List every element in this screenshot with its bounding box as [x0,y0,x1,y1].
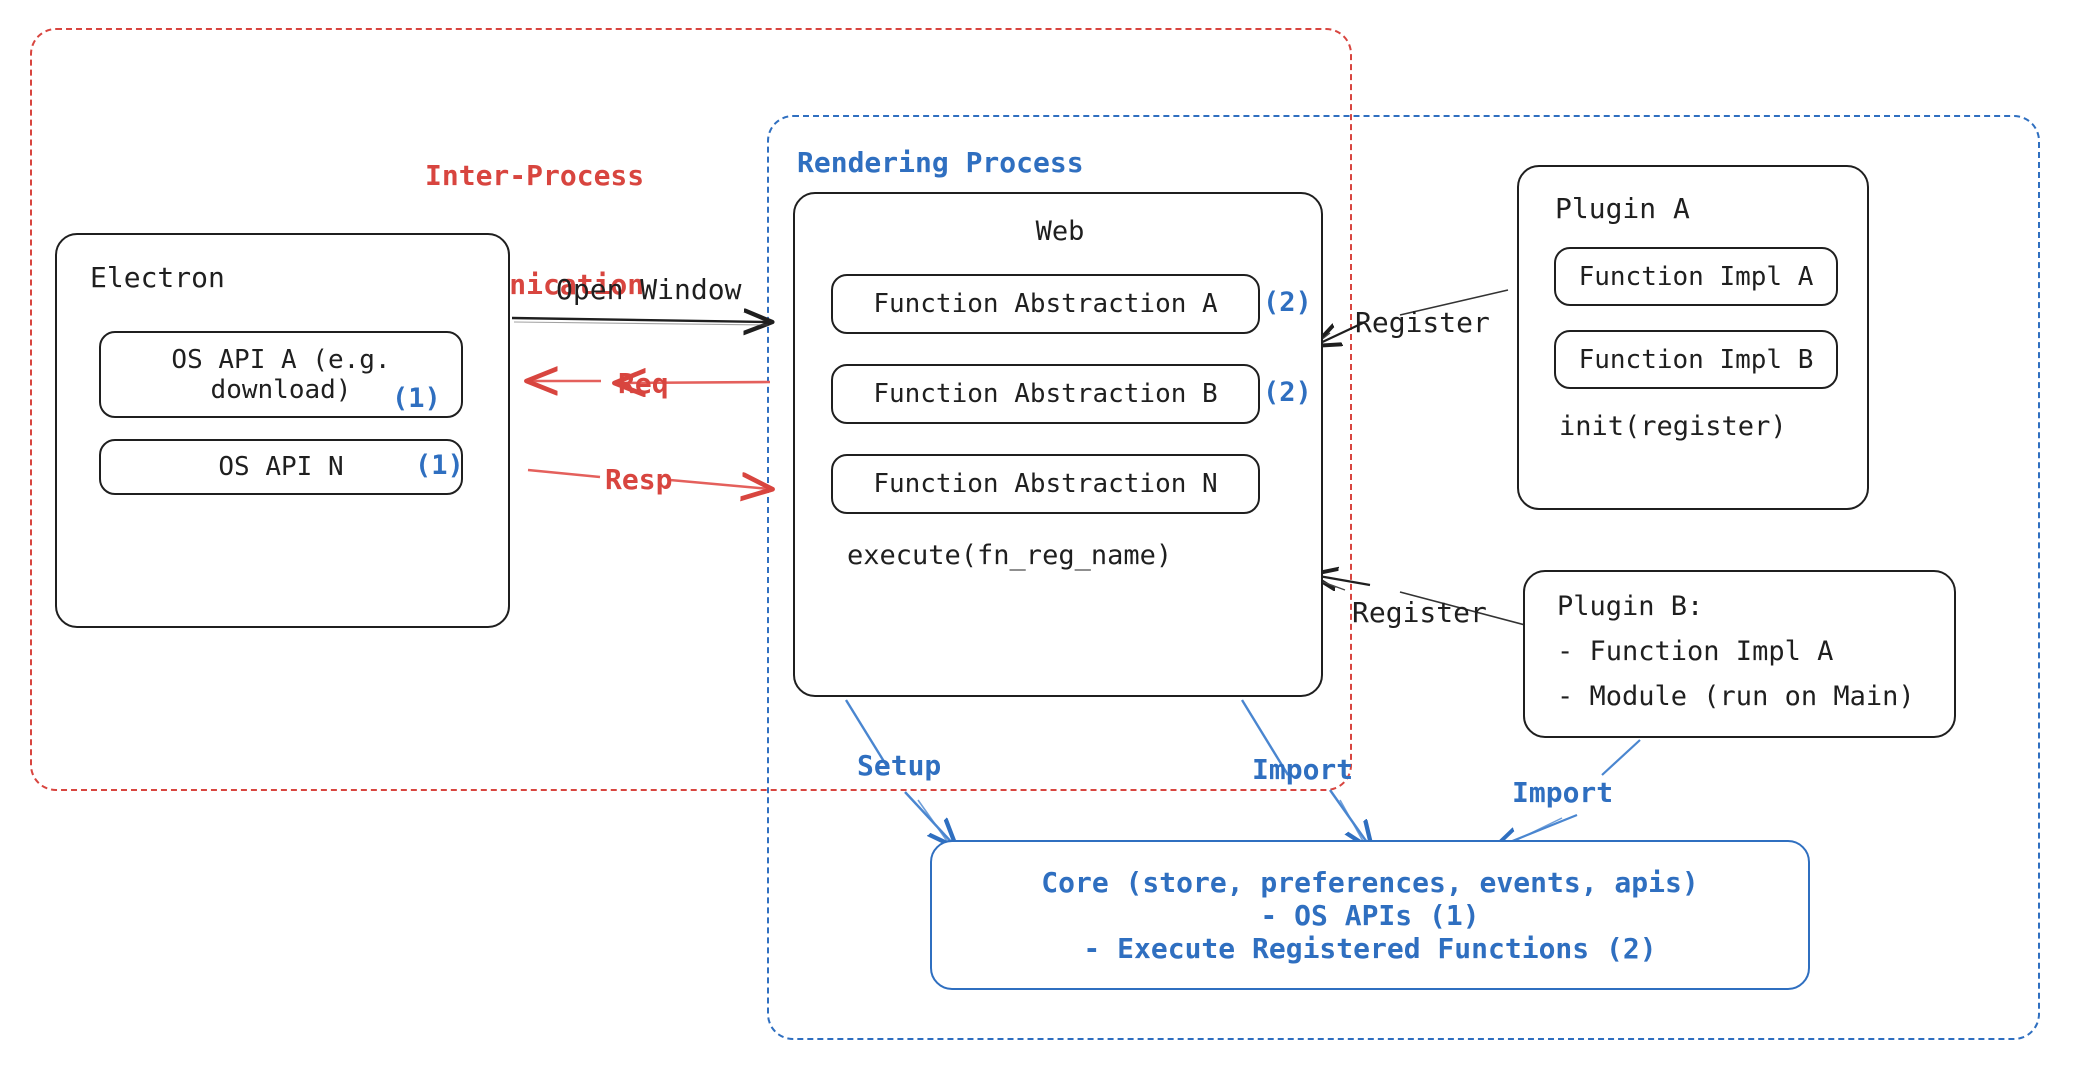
web-abstraction-b[interactable]: Function Abstraction B [831,364,1260,424]
web-abstraction-a-label: Function Abstraction A [873,289,1218,319]
core-line-2: - OS APIs (1) [1260,898,1480,932]
plugin-a-function-impl-b[interactable]: Function Impl B [1554,330,1838,389]
node-electron[interactable]: Electron OS API A (e.g. download) (1) OS… [55,233,510,628]
arrow-label-open-window: Open Window [556,273,742,306]
node-core[interactable]: Core (store, preferences, events, apis) … [930,840,1810,990]
arrow-label-import-plugin-b: Import [1512,776,1614,809]
region-inter-process-communication [30,28,1352,791]
web-abstraction-n-label: Function Abstraction N [873,469,1218,499]
web-abstraction-a-marker: (2) [1263,287,1312,318]
plugin-a-function-impl-a-label: Function Impl A [1578,261,1814,292]
electron-title: Electron [90,261,225,294]
node-web[interactable]: Web Function Abstraction A (2) Function … [793,192,1323,697]
node-plugin-b[interactable]: Plugin B: - Function Impl A - Module (ru… [1523,570,1956,738]
web-abstraction-a[interactable]: Function Abstraction A [831,274,1260,334]
region-label-rendering-process: Rendering Process [797,146,1084,179]
web-abstraction-b-label: Function Abstraction B [873,379,1218,409]
electron-api-n-label: OS API N [218,452,344,482]
arrow-label-import-web: Import [1252,753,1354,786]
region-rendering-process [767,115,2040,1040]
electron-api-n[interactable]: OS API N [99,439,463,495]
plugin-b-title: Plugin B: [1557,591,1704,622]
electron-api-a-row: OS API A (e.g. download) [99,331,479,418]
arrow-label-setup: Setup [857,749,942,782]
electron-api-a-line-2: download) [210,374,352,405]
core-line-1: Core (store, preferences, events, apis) [1041,865,1699,899]
electron-api-a[interactable]: OS API A (e.g. download) [99,331,463,418]
web-abstraction-b-marker: (2) [1263,377,1312,408]
plugin-b-item-0: - Function Impl A [1557,636,1834,667]
web-execute-method: execute(fn_reg_name) [847,540,1173,571]
electron-api-n-marker: (1) [415,450,464,481]
node-plugin-a[interactable]: Plugin A Function Impl A Function Impl B… [1517,165,1869,510]
arrow-label-resp: Resp [605,463,673,496]
plugin-b-item-1: - Module (run on Main) [1557,681,1915,712]
plugin-a-function-impl-a[interactable]: Function Impl A [1554,247,1838,306]
core-line-3: - Execute Registered Functions (2) [1083,931,1657,965]
plugin-a-function-impl-b-label: Function Impl B [1578,344,1814,375]
ipc-label-line-1: Inter-Process [425,158,645,192]
electron-api-a-marker: (1) [392,383,441,414]
plugin-a-init-method: init(register) [1559,411,1787,442]
electron-api-a-line-1: OS API A (e.g. [171,344,391,375]
plugin-a-title: Plugin A [1555,192,1690,225]
arrow-label-register-plugin-b: Register [1352,596,1487,629]
web-abstraction-n[interactable]: Function Abstraction N [831,454,1260,514]
arrow-label-register-plugin-a: Register [1355,306,1490,339]
electron-api-n-row: OS API N [99,439,479,495]
arrow-label-req: Req [618,367,669,400]
web-title: Web [1035,216,1085,247]
